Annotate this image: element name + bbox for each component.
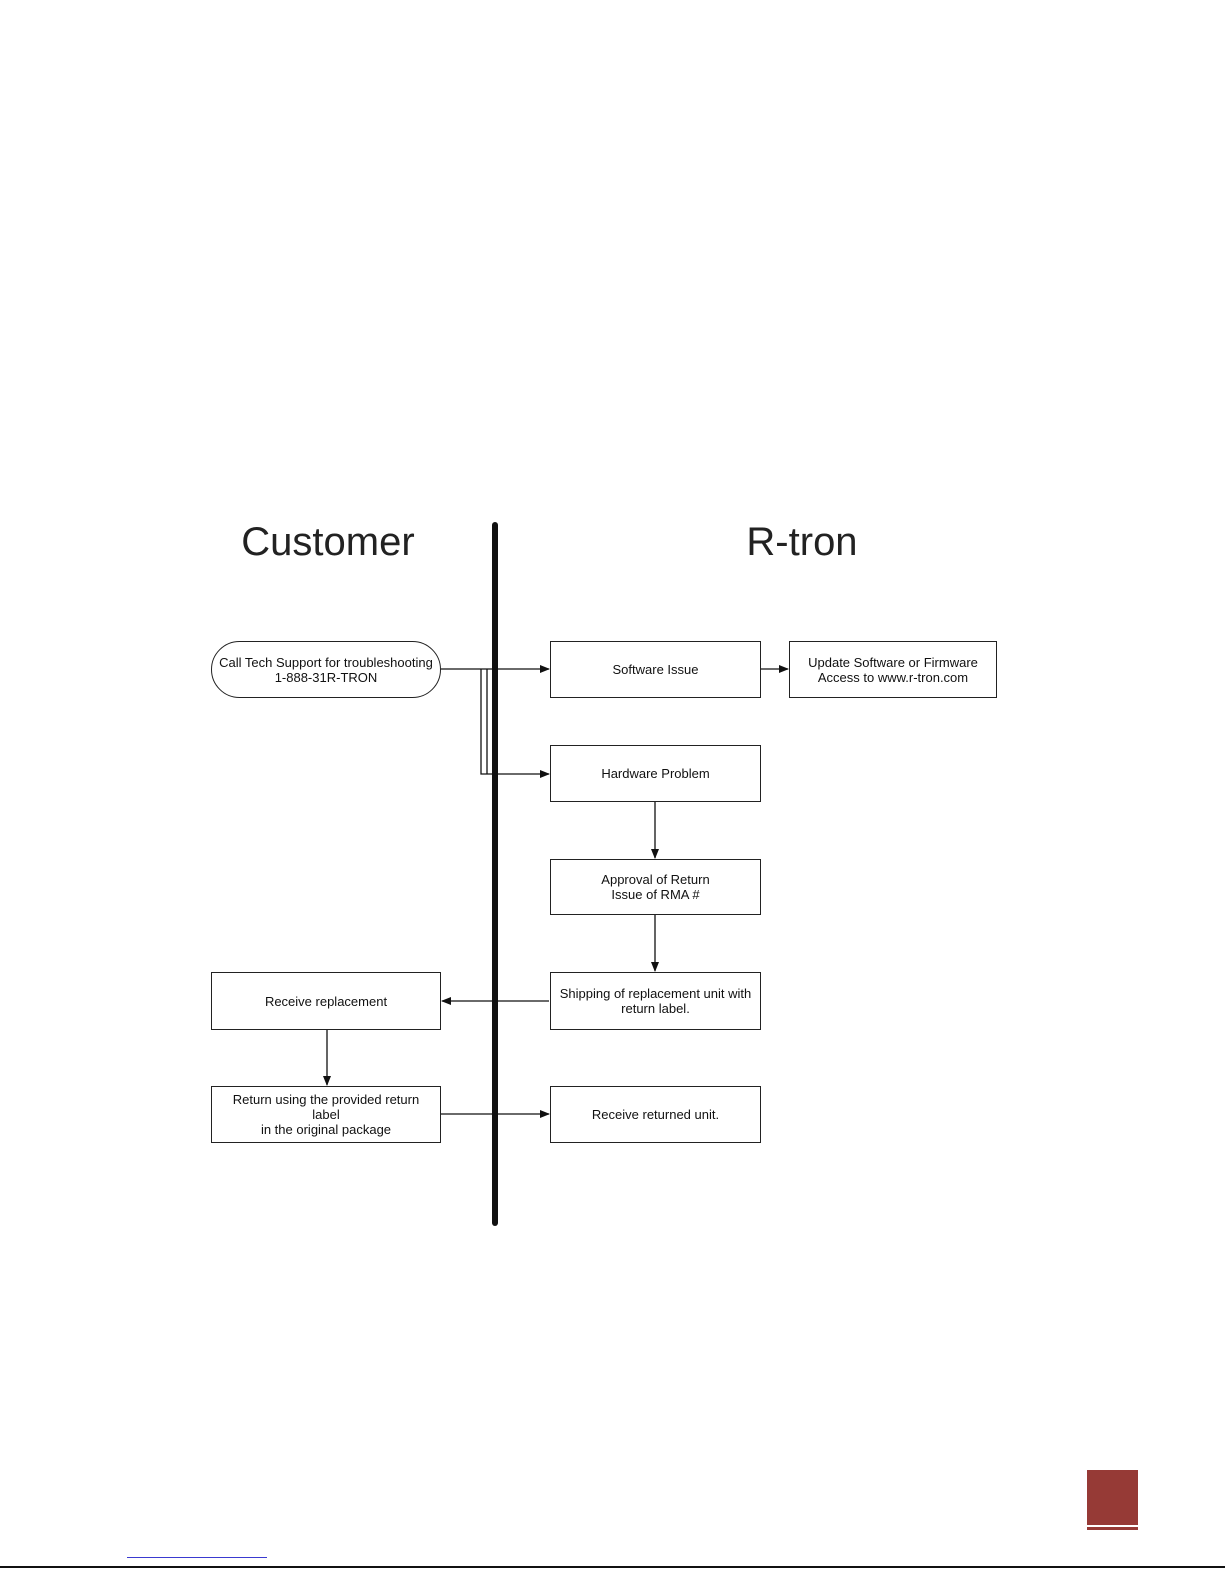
hardware-problem-node: Hardware Problem [550, 745, 761, 802]
footer-link-underline [127, 1557, 267, 1558]
receive-replacement-node: Receive replacement [211, 972, 441, 1030]
receive-returned-unit-node: Receive returned unit. [550, 1086, 761, 1143]
shipping-replacement-node: Shipping of replacement unit with return… [550, 972, 761, 1030]
footer-rule [0, 1566, 1225, 1568]
software-issue-node: Software Issue [550, 641, 761, 698]
approval-of-return-node: Approval of Return Issue of RMA # [550, 859, 761, 915]
update-software-node: Update Software or Firmware Access to ww… [789, 641, 997, 698]
rtron-lane-title: R-tron [746, 520, 858, 564]
page-number-block [1087, 1470, 1138, 1525]
return-unit-node: Return using the provided return label i… [211, 1086, 441, 1143]
lane-divider [492, 522, 498, 1226]
connector-call-to-hardware [480, 669, 550, 778]
call-tech-support-node: Call Tech Support for troubleshooting 1-… [211, 641, 441, 698]
customer-lane-title: Customer [241, 520, 415, 564]
page-number-rule [1087, 1527, 1138, 1530]
